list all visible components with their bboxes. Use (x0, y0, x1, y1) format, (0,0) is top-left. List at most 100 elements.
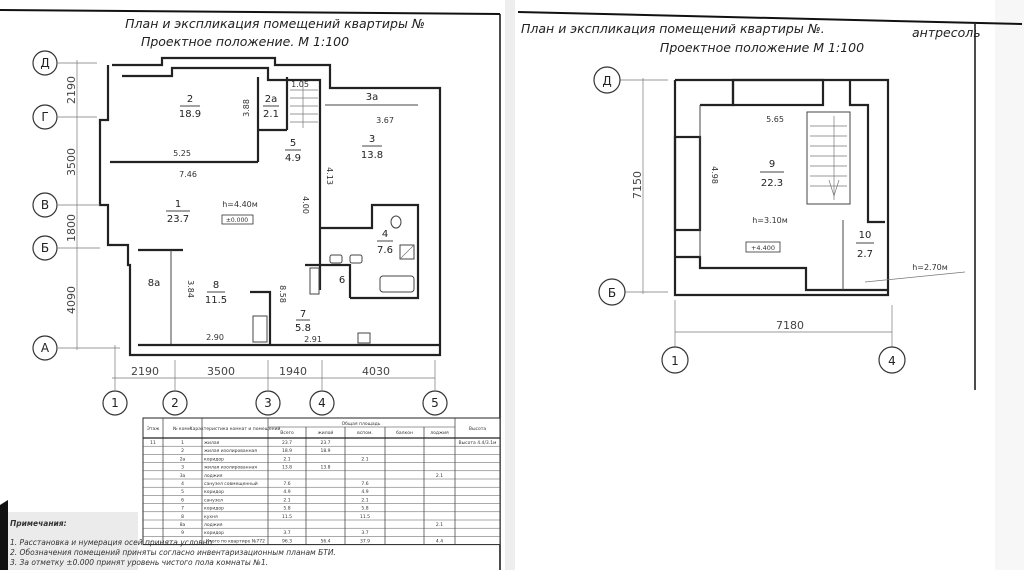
svg-text:2.1: 2.1 (263, 109, 279, 120)
table-cell: 11.5 (360, 514, 370, 520)
table-cell: коридор (204, 457, 224, 462)
height-label: h=2.70м (912, 263, 948, 272)
table-cell: 5.8 (283, 506, 290, 512)
svg-text:5: 5 (290, 138, 296, 149)
room-8a: 8а (148, 278, 161, 289)
table-cell: 23.7 (282, 440, 292, 446)
table-cell: 2.1 (436, 473, 443, 479)
svg-text:11.5: 11.5 (205, 295, 227, 306)
svg-text:2.7: 2.7 (857, 249, 873, 260)
svg-text:2: 2 (187, 94, 193, 105)
table-cell: 3а (180, 473, 186, 479)
axis-label: Б (608, 286, 616, 300)
dimension: 2190 (65, 76, 78, 104)
mezzanine-label: антресоль (912, 25, 981, 40)
svg-text:2а: 2а (265, 94, 278, 105)
table-header: балкон (396, 430, 413, 436)
table-cell: 2 (181, 448, 184, 454)
table-header: № комн. (173, 426, 192, 432)
table-header: Всего (280, 430, 294, 436)
left-subtitle: Проектное положение. М 1:100 (141, 34, 349, 49)
axis-bubble-3 (255, 390, 281, 416)
right-margin (995, 0, 1024, 570)
room-4: 4 7.6 (377, 229, 393, 256)
table-cell: лоджия (204, 523, 223, 528)
room-8: 8 11.5 (205, 280, 227, 306)
right-subtitle: Проектное положение М 1:100 (660, 40, 864, 55)
notes-title: Примечания: (10, 519, 67, 528)
table-header: Этаж (147, 426, 160, 432)
axis-label: Д (602, 74, 611, 88)
table-cell: 6 (181, 497, 184, 503)
table-cell: 3 (181, 465, 184, 471)
table-cell: 2.1 (436, 522, 443, 528)
room-2a: 2а 2.1 (263, 94, 279, 120)
svg-text:9: 9 (769, 159, 775, 170)
axis-label: Д (40, 56, 49, 70)
dimension: 1800 (65, 214, 78, 242)
measurement: 5.65 (766, 115, 784, 124)
measurement: 1.05 (291, 80, 309, 89)
axis-label: 5 (431, 396, 439, 410)
axis-bubble-5 (422, 390, 448, 416)
level-mark: ±0.000 (226, 217, 248, 224)
table-cell: 4.9 (361, 489, 368, 495)
measurement: 4.00 (301, 196, 310, 214)
note-item: 2. Обозначения помещений приняты согласн… (10, 548, 336, 557)
measurement: 2.90 (206, 333, 224, 342)
svg-text:7: 7 (300, 309, 306, 320)
table-cell: 5.8 (361, 506, 368, 512)
axis-label: 2 (171, 396, 179, 410)
axis-bubble-d (593, 66, 621, 94)
right-top-border (517, 11, 1023, 25)
height-label: h=3.10м (752, 216, 788, 225)
table-cell: 13.8 (282, 465, 292, 471)
table-cell: жилая изолированная (204, 449, 257, 454)
dimension: 7180 (776, 319, 804, 332)
right-title: План и экспликация помещений квартиры №. (521, 21, 825, 36)
axis-label: 4 (888, 354, 896, 368)
axis-label: 3 (264, 396, 272, 410)
table-cell: 8 (181, 514, 184, 520)
right-plan: План и экспликация помещений квартиры №.… (521, 21, 981, 374)
dimension: 3500 (65, 148, 78, 176)
svg-text:8: 8 (213, 280, 219, 291)
table-cell: 3.7 (283, 530, 290, 536)
table-total-cell: 4.4 (436, 538, 443, 544)
svg-text:4.9: 4.9 (285, 153, 301, 164)
dimension: 7150 (631, 171, 644, 199)
table-total-label: Итого по квартире №772 (206, 538, 265, 544)
room-9: 9 22.3 (760, 159, 784, 189)
axis-bubble-b (598, 278, 626, 306)
axis-label: 1 (111, 396, 119, 410)
table-cell: 4.9 (283, 489, 290, 495)
measurement: 5.25 (173, 149, 191, 158)
note-item: 1. Расстановка и нумерация осей принята … (10, 538, 215, 547)
table-cell: 7.6 (283, 481, 290, 487)
svg-text:23.7: 23.7 (167, 214, 189, 225)
svg-text:7.6: 7.6 (377, 245, 393, 256)
table-cell: 11 (150, 440, 156, 446)
table-cell: Высота 4.4/3.1м (459, 440, 497, 446)
table-cell: лоджия (204, 474, 223, 479)
table-header: вспом. (357, 431, 373, 436)
svg-text:5.8: 5.8 (295, 323, 311, 334)
table-cell: 2.1 (361, 497, 368, 503)
notes: Примечания: 1. Расстановка и нумерация о… (8, 512, 336, 570)
axis-bubble-a (32, 335, 58, 361)
axis-label: Б (41, 241, 49, 255)
table-cell: 1 (181, 440, 184, 446)
measurement: 7.46 (179, 170, 197, 179)
table-cell: 9 (181, 530, 184, 536)
table-cell: коридор (204, 490, 224, 495)
table-cell: 5 (181, 489, 184, 495)
measurement: 3.84 (186, 280, 195, 298)
svg-text:18.9: 18.9 (179, 109, 201, 120)
room-7: 7 5.8 (295, 309, 311, 334)
table-cell: 3.7 (361, 530, 368, 536)
dimension: 2190 (131, 365, 159, 378)
table-cell: 18.9 (282, 448, 292, 454)
table-cell: санузел совмещенный (204, 480, 258, 487)
axis-bubble-v (32, 192, 58, 218)
